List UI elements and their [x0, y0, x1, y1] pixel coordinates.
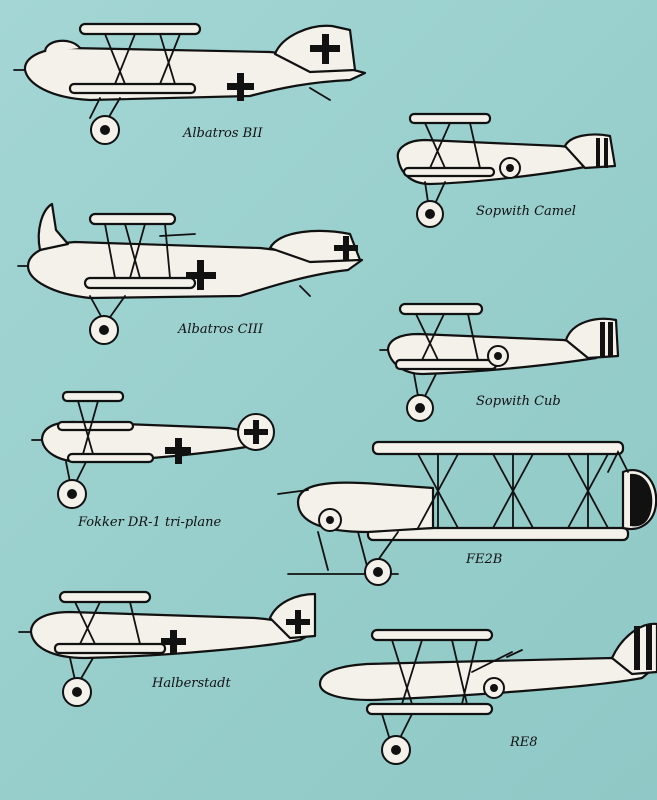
sopwith-cub-label: Sopwith Cub: [476, 394, 561, 409]
re8-drawing: [318, 622, 657, 765]
re8-label: RE8: [510, 735, 538, 750]
iron-cross-icon: [186, 260, 216, 290]
roundel-icon: [318, 508, 342, 532]
fokker-dr1-drawing: [31, 390, 275, 509]
iron-cross-icon: [161, 630, 186, 654]
sopwith-camel-label: Sopwith Camel: [476, 204, 576, 219]
albatros-bii-label: Albatros BII: [183, 126, 263, 141]
iron-cross-icon: [227, 73, 254, 101]
roundel-icon: [487, 345, 509, 367]
albatros-ciii-drawing: [17, 202, 364, 345]
iron-cross-icon: [244, 420, 268, 444]
albatros-bii-drawing: [13, 22, 367, 145]
iron-cross-icon: [286, 610, 310, 634]
roundel-icon: [499, 157, 521, 179]
albatros-ciii-label: Albatros CIII: [178, 322, 264, 337]
fokker-dr1-label: Fokker DR-1 tri-plane: [78, 515, 222, 530]
iron-cross-icon: [310, 34, 340, 64]
fe2b-label: FE2B: [466, 552, 503, 567]
iron-cross-icon: [334, 236, 358, 260]
roundel-icon: [483, 677, 505, 699]
halberstadt-label: Halberstadt: [152, 676, 231, 691]
fe2b-drawing: [277, 440, 657, 586]
sopwith-camel-drawing: [396, 112, 617, 228]
halberstadt-drawing: [18, 590, 317, 707]
sopwith-cub-drawing: [379, 302, 620, 422]
iron-cross-icon: [165, 438, 191, 464]
